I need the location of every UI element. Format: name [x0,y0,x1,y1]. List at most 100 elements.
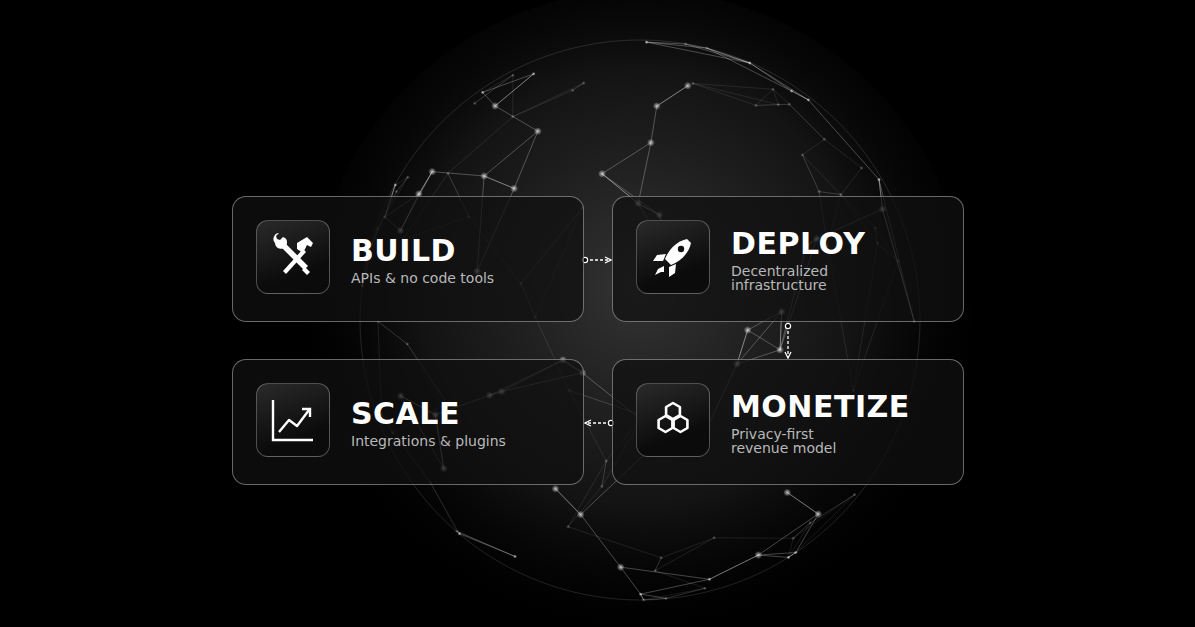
mesh-dot [860,166,864,170]
mesh-line [495,74,534,106]
mesh-dot [600,484,604,488]
mesh-dot [776,346,784,354]
mesh-dot [511,73,515,77]
mesh-dot [617,563,625,571]
mesh-dot [394,190,398,194]
mesh-line [432,172,484,176]
mesh-line [581,515,621,568]
mesh-dot [707,577,711,581]
mesh-dot [791,536,795,540]
mesh-dot [405,342,409,346]
mesh-dot [510,184,518,192]
mesh-line [378,321,407,344]
mesh-line [448,117,513,174]
icon-tile [636,220,710,294]
mesh-line [789,104,824,139]
mesh-dot [458,532,462,536]
mesh-dot [744,326,752,334]
step-icon [257,384,329,456]
mesh-dot [814,510,822,518]
mesh-line [666,588,705,598]
mesh-dot [653,569,657,573]
mesh-line [824,139,861,168]
mesh-line [787,492,818,514]
step-description: Integrations & plugins [351,434,565,448]
step-icon [257,221,329,293]
mesh-line [666,588,705,598]
step-description: Decentralized infrastructure [731,264,849,292]
mesh-dot [877,178,881,182]
mesh-line [621,567,641,594]
mesh-line [787,492,818,514]
icon-tile [636,383,710,457]
mesh-dot [817,190,821,194]
text-group: BUILDAPIs & no code tools [351,197,565,321]
mesh-line [644,598,666,600]
mesh-line [802,155,819,192]
flow-arrow [585,259,611,260]
mesh-line [655,558,661,571]
step-title: MONETIZE [731,390,945,424]
mesh-dot [853,493,857,497]
mesh-line [573,83,584,90]
mesh-line [651,106,657,143]
mesh-line [796,495,855,553]
mesh-line [709,555,758,579]
mesh-line [621,567,710,579]
step-title: SCALE [351,397,565,431]
mesh-line [395,177,408,185]
mesh-line [756,89,773,105]
mesh-line [641,594,666,598]
mesh-line [750,63,809,100]
mesh-line [773,89,789,104]
step-description: Privacy-first revenue model [731,427,849,455]
mesh-line [638,143,651,204]
mesh-dot [534,127,542,135]
mesh-dot [712,536,716,540]
mesh-line [483,74,534,93]
mesh-line [773,89,778,104]
mesh-line [646,42,749,63]
mesh-line [756,104,778,106]
step-title: BUILD [351,234,565,268]
flow-arrow [585,422,611,423]
mesh-dot [776,103,780,107]
mesh-line [686,44,707,48]
mesh-dot [800,153,804,157]
mesh-line [808,100,879,180]
mesh-line [484,176,514,188]
mesh-line [460,534,516,557]
mesh-dot [552,485,560,493]
mesh-dot [822,137,826,141]
mesh-dot [705,46,709,50]
mesh-line [686,44,750,63]
mesh-dot [783,488,791,496]
mesh-line [495,106,538,131]
mesh-line [693,83,778,104]
mesh-dot [639,592,643,596]
mesh-line [568,527,661,558]
mesh-line [556,489,581,515]
mesh-dot [480,172,488,180]
mesh-dot [794,550,798,554]
mesh-line [602,461,606,486]
step-icon [637,384,709,456]
mesh-dot [644,40,648,44]
mesh-line [495,74,534,106]
mesh-dot [647,139,655,147]
mesh-dot [566,525,570,529]
mesh-dot [806,98,810,102]
mesh-dot [808,521,812,525]
mesh-dot [771,87,775,91]
mesh-line [475,75,513,103]
mesh-line [484,131,538,176]
icon-tile [256,220,330,294]
mesh-line [483,75,513,92]
mesh-dot [393,183,397,187]
mesh-line [657,86,688,106]
mesh-dot [571,88,575,92]
mesh-dot [787,102,791,106]
